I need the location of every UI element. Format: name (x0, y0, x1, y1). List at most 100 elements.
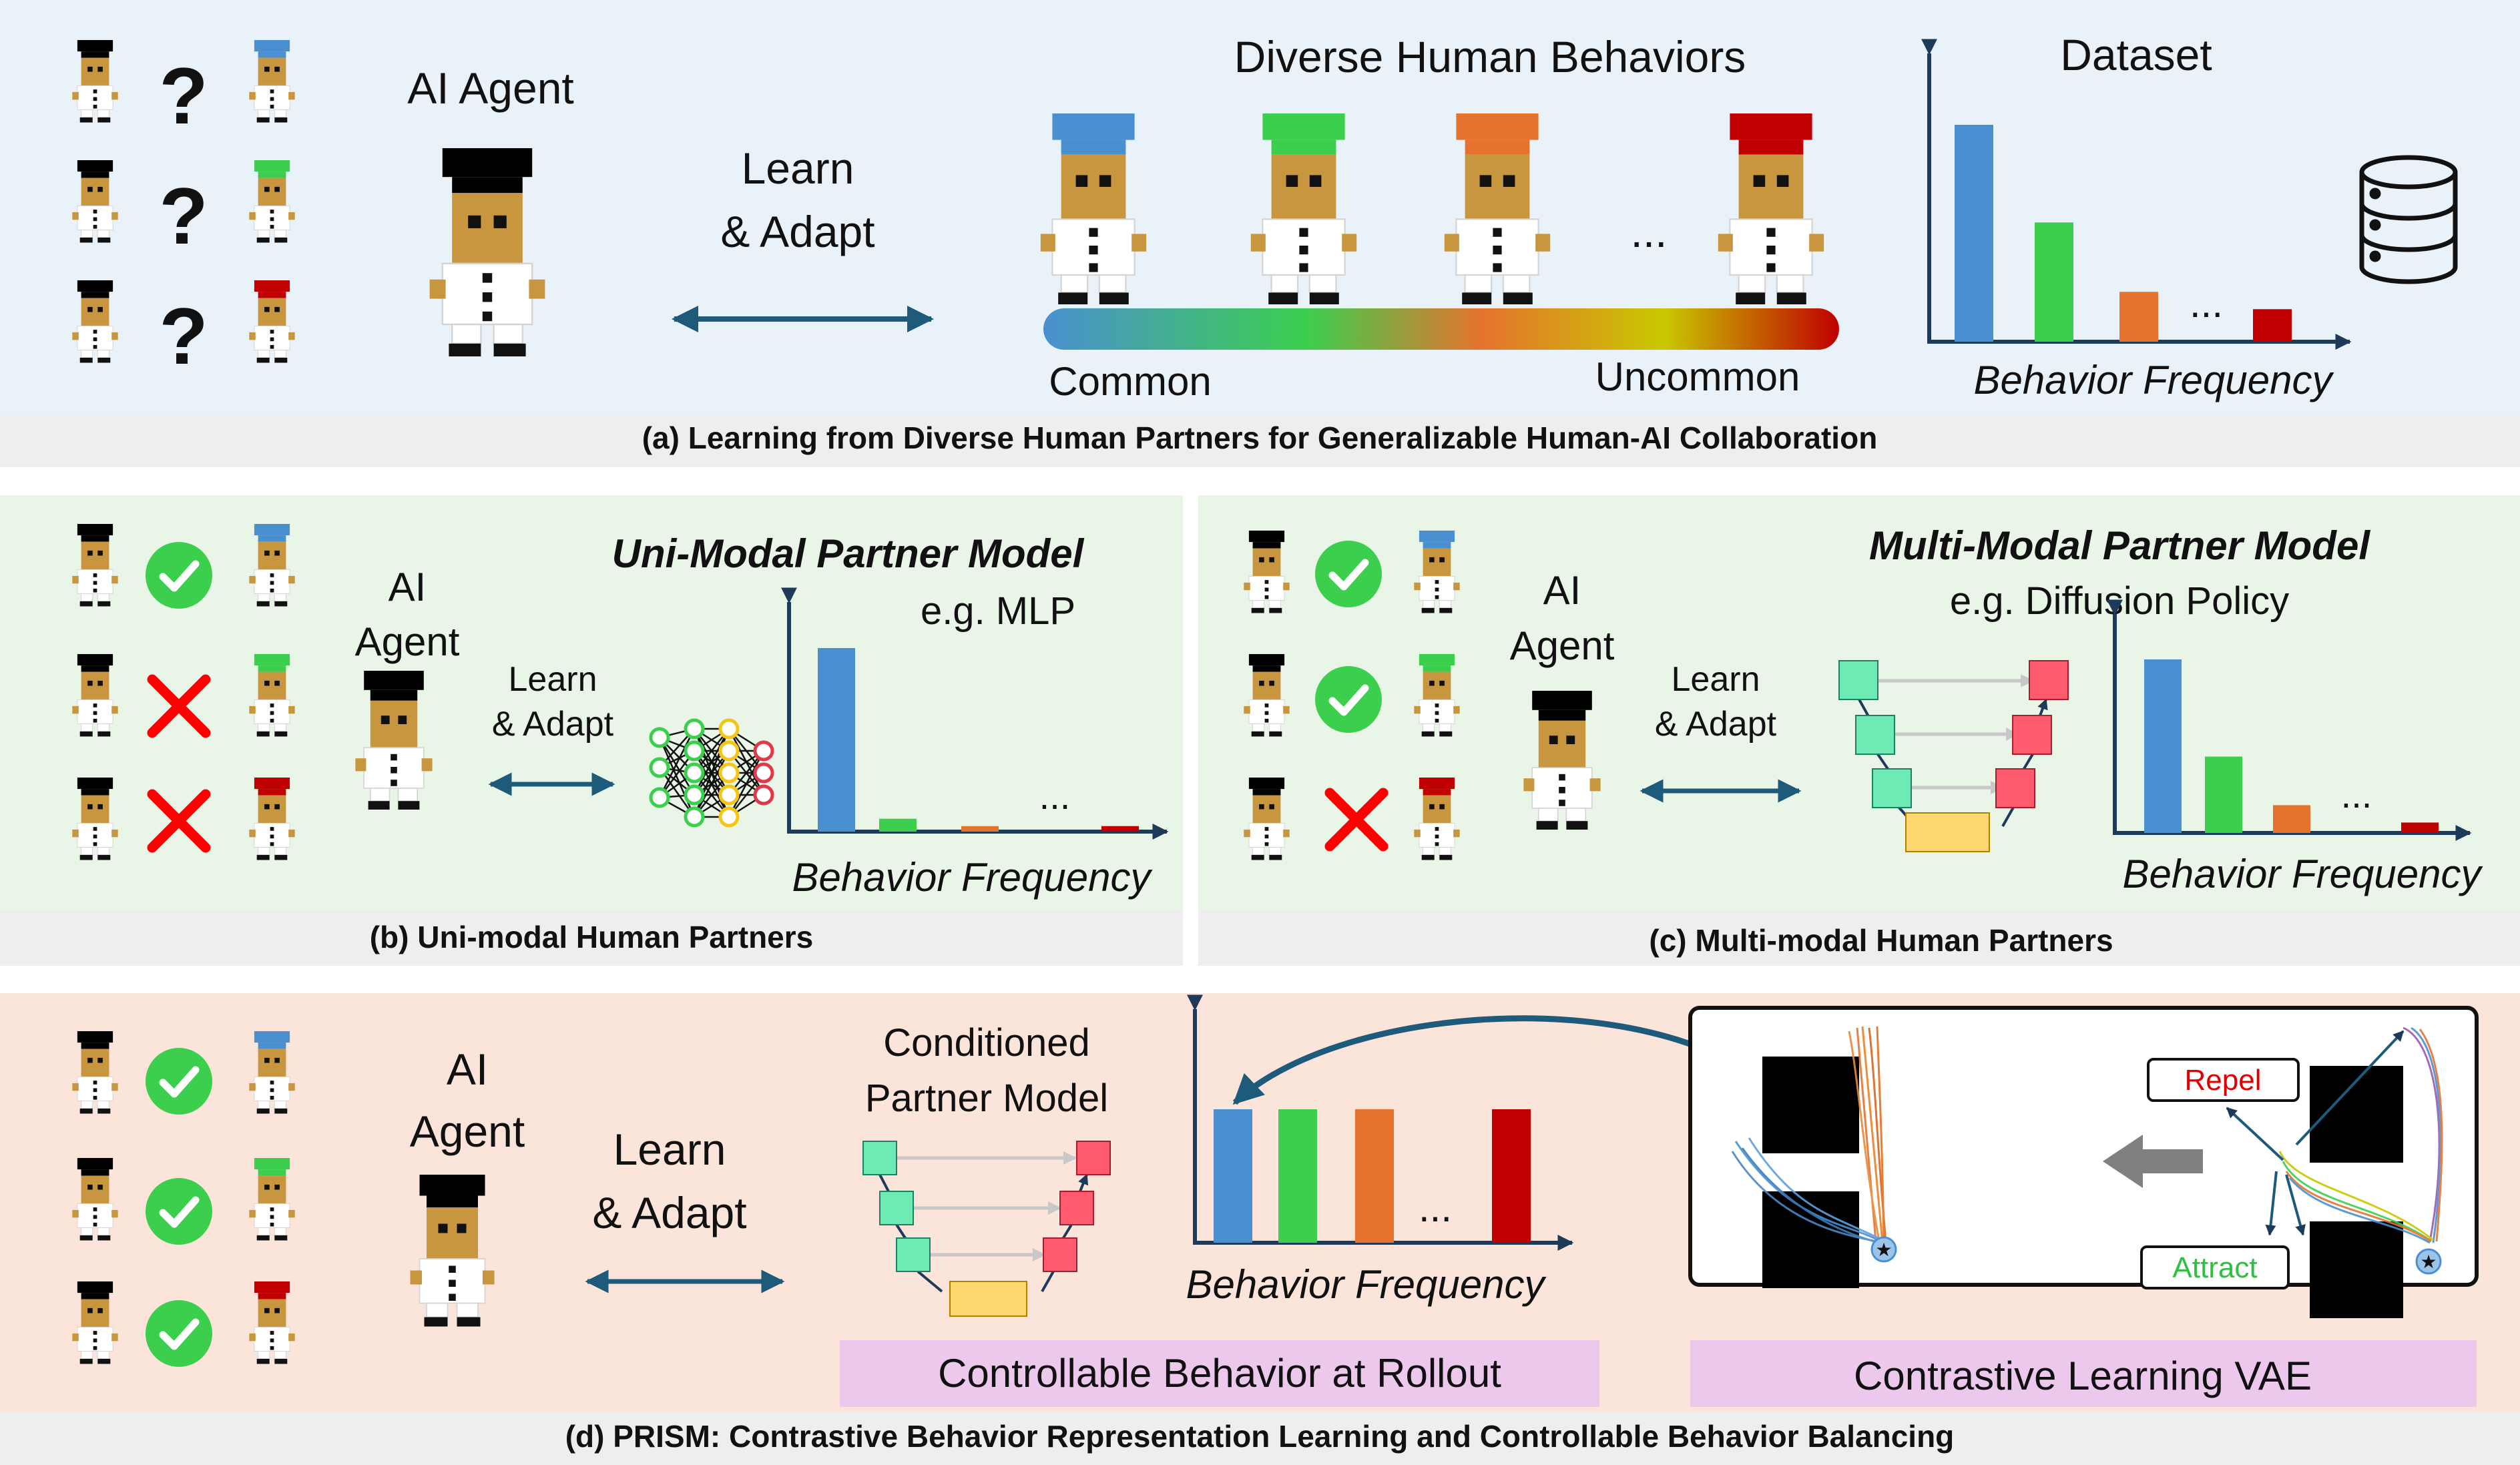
mlp-node (649, 727, 670, 748)
chart-bar-blue (2144, 659, 2182, 833)
agent-label: Agent (410, 1107, 525, 1156)
agent-label: AI (447, 1045, 488, 1094)
check-icon (146, 542, 212, 609)
chart-bar-blue (818, 648, 855, 832)
behaviors-title: Diverse Human Behaviors (1234, 32, 1746, 81)
model-example: e.g. MLP (921, 589, 1075, 633)
chart-ellipsis: ... (1419, 1185, 1452, 1230)
mlp-node (718, 740, 740, 762)
agent-label: Agent (1510, 623, 1615, 668)
learn-label: Learn (613, 1125, 726, 1174)
attract-label: Attract (2172, 1251, 2257, 1284)
mlp-edge (658, 728, 696, 798)
adapt-label: & Adapt (1655, 705, 1777, 744)
chart-bar-red (2401, 822, 2439, 833)
adapt-label: & Adapt (720, 207, 874, 256)
freq-label: Behavior Frequency (1186, 1262, 1547, 1307)
mlp-node (684, 784, 705, 806)
mlp-node (684, 806, 705, 828)
check-icon (1315, 666, 1382, 733)
adapt-label: & Adapt (592, 1188, 746, 1237)
chart-ellipsis: ... (2190, 281, 2223, 326)
attract-label-box (2140, 1245, 2290, 1289)
check-icon (1315, 541, 1382, 607)
chart-panel-a: ... (1921, 39, 2352, 350)
check-icon (146, 1178, 212, 1245)
vae-illustration: ★ ★ Repel (1688, 1006, 2479, 1318)
learn-label: Learn (742, 143, 854, 193)
agent-label: AI (1543, 568, 1581, 613)
mlp-edge (658, 737, 696, 796)
freq-label: Behavior Frequency (2123, 852, 2484, 896)
uncommon-label: Uncommon (1595, 354, 1800, 399)
check-icon (146, 1300, 212, 1367)
agent-label: AI (389, 565, 427, 609)
mlp-network-icon (649, 718, 774, 828)
mlp-node (718, 718, 740, 740)
common-label: Common (1049, 359, 1211, 404)
mlp-node (649, 787, 670, 808)
mlp-node (684, 718, 705, 740)
freq-label: Behavior Frequency (792, 855, 1154, 900)
chart-bar-green (2205, 756, 2242, 833)
panel-b-caption: (b) Uni-modal Human Partners (370, 920, 814, 954)
chart-bar-blue (1214, 1109, 1252, 1243)
panel-a: (a) Learning from Diverse Human Partners… (0, 0, 2520, 467)
mlp-node (753, 740, 774, 762)
adapt-label: & Adapt (492, 705, 614, 744)
chart-bar-green (2035, 222, 2073, 342)
model-title: Uni-Modal Partner Model (612, 531, 1085, 576)
mlp-node (753, 762, 774, 784)
question-mark: ? (159, 172, 208, 261)
model-title: Conditioned (883, 1021, 1090, 1065)
panel-d: (d) PRISM: Contrastive Behavior Represen… (0, 993, 2520, 1465)
repel-label-box (2147, 1058, 2300, 1102)
rollout-label-box (840, 1340, 1599, 1407)
big-gray-arrow (2103, 1135, 2203, 1188)
chart-ellipsis: ... (2341, 774, 2372, 816)
chart-bar-green (1278, 1109, 1317, 1243)
chart-axes (781, 587, 1169, 840)
chart-bar-red (2253, 309, 2292, 342)
mlp-node (718, 784, 740, 806)
model-title: Partner Model (865, 1077, 1108, 1120)
chart-bar-green (879, 818, 917, 832)
chart-bar-orange (2119, 292, 2158, 342)
chart-bar-orange (961, 826, 999, 832)
chart-bar-orange (2273, 805, 2310, 833)
svg-text:★: ★ (1875, 1239, 1892, 1260)
dataset-title: Dataset (2060, 30, 2212, 79)
model-title: Multi-Modal Partner Model (1869, 523, 2370, 568)
agent-label: AI Agent (407, 63, 574, 113)
chart-bar-blue (1955, 125, 1993, 342)
chart-panel-d: ... (1187, 994, 1574, 1251)
repel-label: Repel (2185, 1064, 2262, 1097)
panel-d-caption: (d) PRISM: Contrastive Behavior Represen… (565, 1419, 1955, 1454)
panel-b: (b) Uni-modal Human Partners AI Agent Le… (0, 495, 1183, 966)
chart-panel-b: ... (781, 587, 1169, 840)
mlp-edge (658, 737, 696, 818)
chart-axes (1921, 39, 2352, 350)
panel-a-caption: (a) Learning from Diverse Human Partners… (642, 420, 1878, 455)
svg-text:★: ★ (2420, 1251, 2437, 1272)
ellipsis: ... (1630, 207, 1667, 256)
panel-c: (c) Multi-modal Human Partners AI Agent … (1198, 495, 2520, 966)
mlp-node (684, 740, 705, 762)
model-example: e.g. Diffusion Policy (1950, 579, 2289, 623)
check-icon (146, 1048, 212, 1115)
vae-label-box (1690, 1340, 2477, 1407)
mlp-node (649, 757, 670, 778)
behavior-gradient-bar (1043, 308, 1839, 350)
mlp-node (718, 806, 740, 828)
chart-bar-orange (1355, 1109, 1394, 1243)
mlp-edge (728, 750, 765, 818)
panel-c-caption: (c) Multi-modal Human Partners (1649, 923, 2113, 958)
mlp-edge (693, 750, 730, 818)
chart-bar-red (1492, 1109, 1531, 1243)
chart-axes (2107, 599, 2472, 841)
learn-label: Learn (509, 660, 597, 699)
mlp-node (684, 762, 705, 784)
mlp-node (753, 784, 774, 806)
learn-label: Learn (1672, 660, 1760, 699)
